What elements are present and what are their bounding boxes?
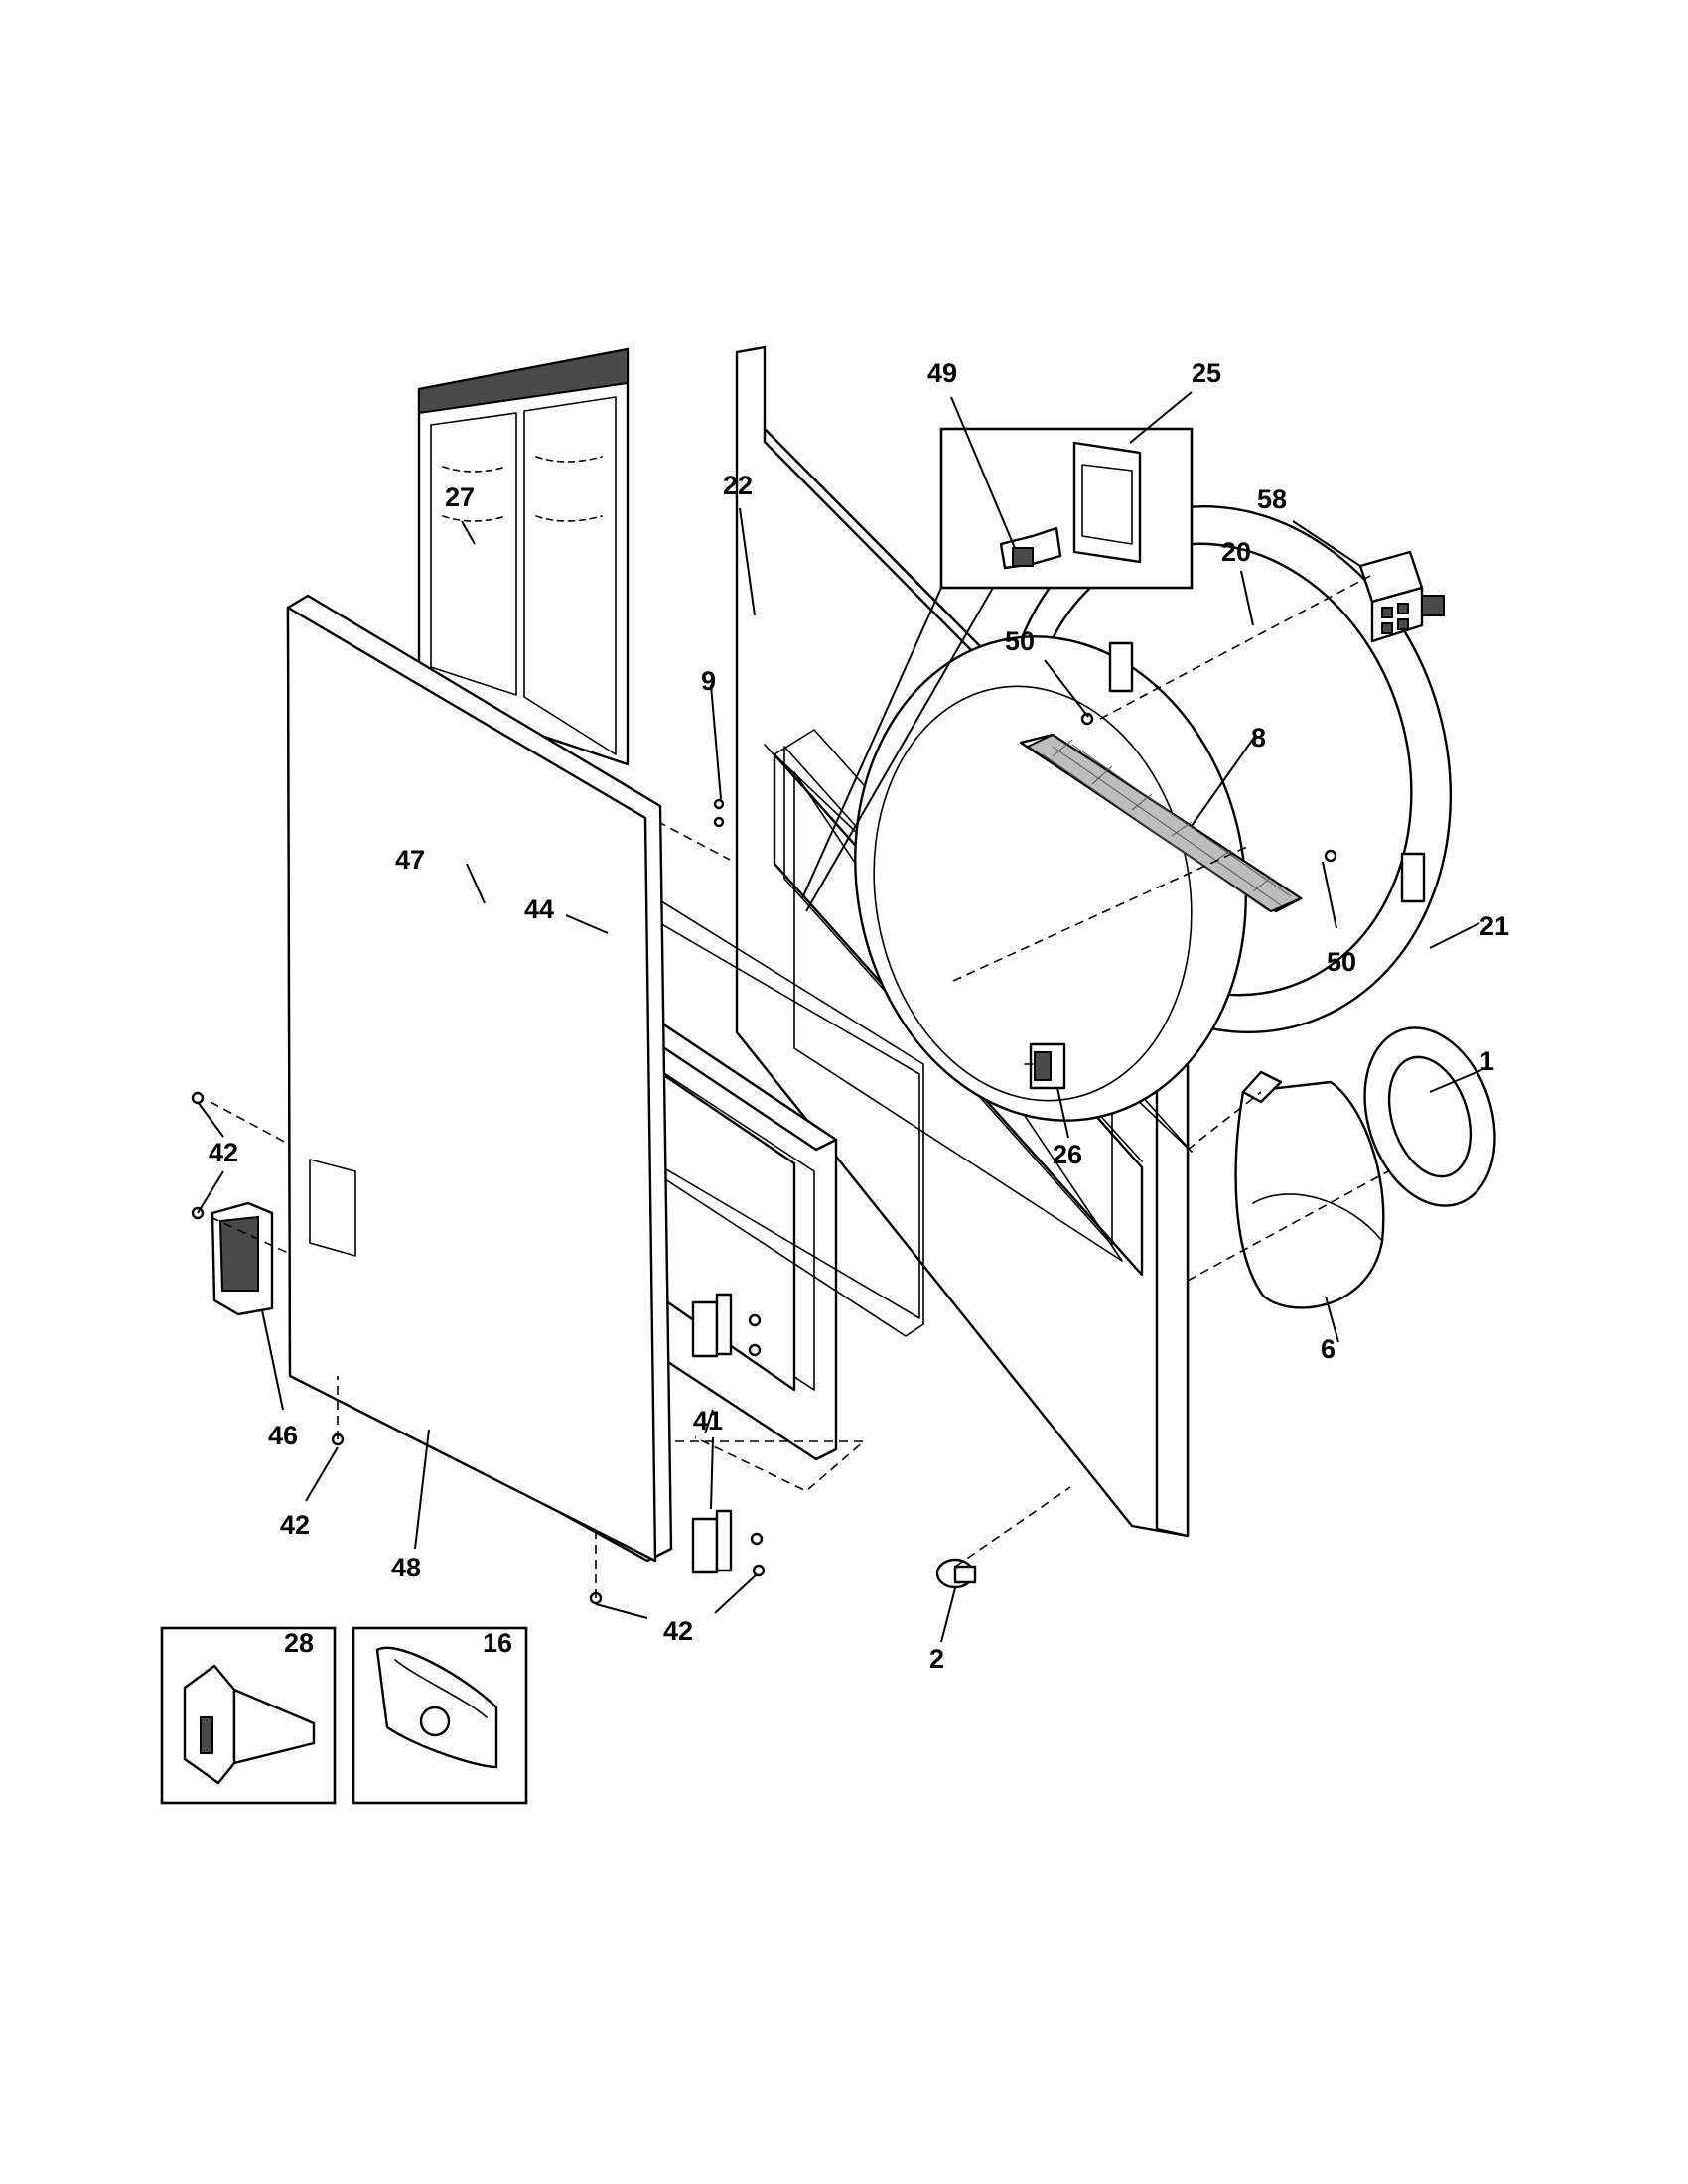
callout-21: 21 <box>1479 911 1509 941</box>
callout-26: 26 <box>1053 1140 1082 1169</box>
callout-16: 16 <box>483 1628 512 1658</box>
inset-box-16 <box>352 1626 528 1805</box>
callout-46: 46 <box>268 1421 298 1450</box>
inset-box-28 <box>160 1626 337 1805</box>
callout-25: 25 <box>1192 358 1221 388</box>
callout-27: 27 <box>445 482 475 512</box>
part-26-door-switch <box>1024 1042 1066 1090</box>
callout-41: 41 <box>693 1406 723 1435</box>
callout-48: 48 <box>391 1553 421 1582</box>
part-46-door-handle <box>211 1201 274 1316</box>
part-6-duct <box>1234 1070 1385 1309</box>
callout-47: 47 <box>395 845 425 875</box>
leader-lines <box>197 391 1482 1643</box>
callout-1: 1 <box>1479 1046 1494 1076</box>
callout-20: 20 <box>1221 537 1251 567</box>
callout-42-left: 42 <box>209 1138 238 1167</box>
callout-50-top: 50 <box>1005 626 1035 656</box>
callout-42-bottom: 42 <box>663 1616 693 1646</box>
part-27-lint-filter <box>417 347 630 766</box>
screws <box>191 712 1337 1605</box>
callout-8: 8 <box>1251 723 1266 752</box>
callout-58: 58 <box>1257 484 1287 514</box>
alignment-lines <box>210 575 1389 1598</box>
part-41-door-hinges <box>691 1293 733 1574</box>
part-8-lint-screen <box>1019 733 1304 913</box>
callout-50-right: 50 <box>1327 947 1356 977</box>
callout-28: 28 <box>284 1628 314 1658</box>
part-48-outer-door <box>286 594 673 1563</box>
inset-box-49-25 <box>801 427 1194 912</box>
callout-2: 2 <box>929 1644 944 1674</box>
callout-6: 6 <box>1321 1334 1336 1364</box>
callout-9: 9 <box>701 666 716 696</box>
part-2-push-button <box>935 1558 977 1589</box>
callout-42-bottom-left: 42 <box>280 1510 310 1540</box>
part-58-connector <box>1358 550 1445 643</box>
callout-44: 44 <box>524 894 554 924</box>
callout-labels: 27 22 49 25 58 20 9 50 8 50 21 47 44 1 4… <box>209 358 1509 1674</box>
part-1-duct-ring <box>1363 1026 1496 1207</box>
callout-22: 22 <box>723 471 753 500</box>
callout-49: 49 <box>927 358 957 388</box>
